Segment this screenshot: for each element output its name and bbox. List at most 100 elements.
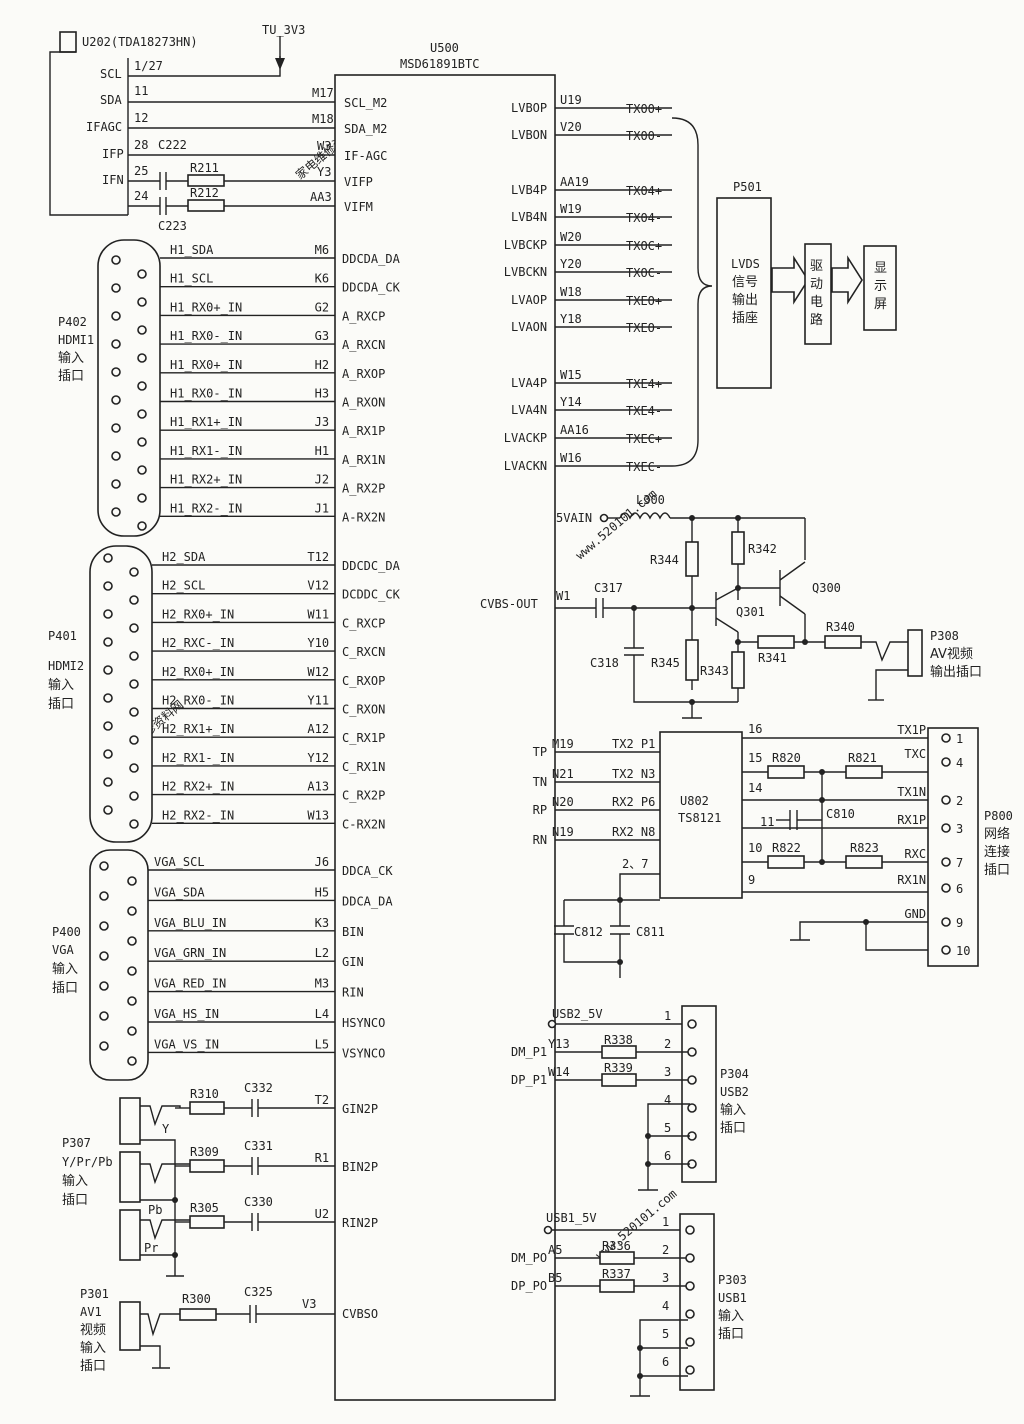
net-label: H2_SDA: [162, 550, 206, 564]
hdmi2-pin-hole: [103, 805, 113, 815]
chip-sig: LVBCKP: [504, 238, 547, 252]
chip-ball: AA16: [560, 423, 589, 437]
chip-ball: H5: [315, 885, 329, 899]
av1-label-4: 插口: [80, 1359, 106, 1374]
lvds-net: TXE4+: [626, 377, 662, 391]
usb2-ref: P304: [720, 1067, 749, 1081]
usb-pin-num: 1: [664, 1009, 671, 1023]
hdmi1-pin-hole: [137, 269, 147, 279]
chip-ball: V12: [307, 579, 329, 593]
vga-pin-holes: [99, 861, 137, 1066]
net-label: VGA_BLU_IN: [154, 916, 226, 930]
chip-ball: H2: [315, 358, 329, 372]
av1-label: AV1: [80, 1305, 102, 1319]
net-label: H2_RX0+_IN: [162, 607, 234, 621]
hdmi2-pin-hole: [103, 553, 113, 563]
part-label: C332: [244, 1081, 273, 1095]
hdmi2-pin-hole: [129, 763, 139, 773]
vga-label-3: 插口: [52, 981, 78, 996]
net-label: VGA_SCL: [154, 855, 205, 869]
lvds-net: TXE4-: [626, 404, 662, 418]
chip-sig: LVBON: [511, 128, 547, 142]
chip-ball: H1: [315, 444, 329, 458]
av1-r300: R300: [182, 1292, 211, 1306]
tuner-pin-num: 25: [134, 164, 148, 178]
part-label: R309: [190, 1145, 219, 1159]
vga-pin-hole: [99, 921, 109, 931]
part-label: R337: [602, 1267, 631, 1281]
chip-sig: LVA4P: [511, 376, 547, 390]
chip-sig: LVAOP: [511, 293, 547, 307]
usb2-label: USB2: [720, 1085, 749, 1099]
chip-sig: DDCDA_DA: [342, 252, 401, 266]
net-label: H1_RX1+_IN: [170, 415, 242, 429]
usb-pin: [687, 1075, 697, 1085]
p501-ref: P501: [733, 180, 762, 194]
chip-sig: TP: [533, 745, 547, 759]
net-label: H1_RX0-_IN: [170, 329, 242, 343]
jack-pin: [941, 795, 951, 805]
chip-ball: Y3: [317, 165, 331, 179]
net-label: VGA_VS_IN: [154, 1037, 219, 1051]
net-label: H2_RXC-_IN: [162, 636, 234, 650]
usb-pin: [687, 1103, 697, 1113]
usb-pin-num: 6: [664, 1149, 671, 1163]
tuner-pin-name: SCL: [100, 67, 122, 81]
tuner-pin-num: 28: [134, 138, 148, 152]
usb-pin-num: 2: [664, 1037, 671, 1051]
hdmi2-pin-hole: [129, 623, 139, 633]
chip-ball: M6: [315, 243, 329, 257]
chip-sig: C-RX2N: [342, 817, 385, 831]
chip-ball: M17: [312, 86, 334, 100]
lvds-lines: LVBOPU19TX00+LVBONV20TX00-LVB4PAA19TX04+…: [504, 93, 672, 474]
lvds-net: TXOC+: [626, 239, 662, 253]
p800-label-3: 连接: [984, 844, 1010, 860]
chip-ball: Y20: [560, 257, 582, 271]
hdmi2-pin-hole: [103, 721, 113, 731]
hdmi1-pin-hole: [137, 521, 147, 531]
chip-ball: U19: [560, 93, 582, 107]
jack-pin-sig: TX1P: [897, 723, 926, 737]
p800-ref: P800: [984, 809, 1013, 823]
chip-ref: U500: [430, 41, 459, 55]
chip-ball: N21: [552, 767, 574, 781]
chip-sig: BIN2P: [342, 1160, 378, 1174]
hdmi2-pin-hole: [129, 679, 139, 689]
hdmi1-pin-hole: [111, 451, 121, 461]
chip-ball: W3: [317, 139, 331, 153]
lvds-net: TX04-: [626, 211, 662, 225]
vga-ref: P400: [52, 925, 81, 939]
chip-sig: DCDDC_CK: [342, 588, 401, 602]
hdmi1-pin-hole: [137, 353, 147, 363]
chip-ball: J3: [315, 415, 329, 429]
chip-sig: IF-AGC: [344, 149, 387, 163]
vga-pin-hole: [99, 951, 109, 961]
av1-connector: R300 C325 V3 CVBSO P301 AV1 视频 输入 插口: [80, 1285, 378, 1374]
lvds-section: LVBOPU19TX00+LVBONV20TX00-LVB4PAA19TX04+…: [504, 93, 897, 474]
chip-sig: BIN: [342, 925, 364, 939]
hdmi1-pin-hole: [111, 255, 121, 265]
chip-sig: A_RXON: [342, 396, 385, 410]
chip-ball: W13: [307, 808, 329, 822]
ypbpr-jack-y: Y: [162, 1122, 170, 1136]
part-c811: C811: [636, 925, 665, 939]
vga-pin-hole: [127, 966, 137, 976]
chip-ball: M18: [312, 112, 334, 126]
part-r341: R341: [758, 651, 787, 665]
hdmi2-pin-hole: [129, 651, 139, 661]
hdmi2-ref: P401: [48, 629, 77, 643]
part-l300: L300: [636, 493, 665, 507]
hdmi1-label-2: 输入: [58, 350, 84, 366]
screen-char: 显: [874, 261, 887, 276]
hdmi2-pin-holes: [103, 553, 139, 829]
chip-sig: LVAON: [511, 320, 547, 334]
part-r823: R823: [850, 841, 879, 855]
vga-pin-hole: [99, 981, 109, 991]
tuner-pin-name: IFP: [102, 147, 124, 161]
